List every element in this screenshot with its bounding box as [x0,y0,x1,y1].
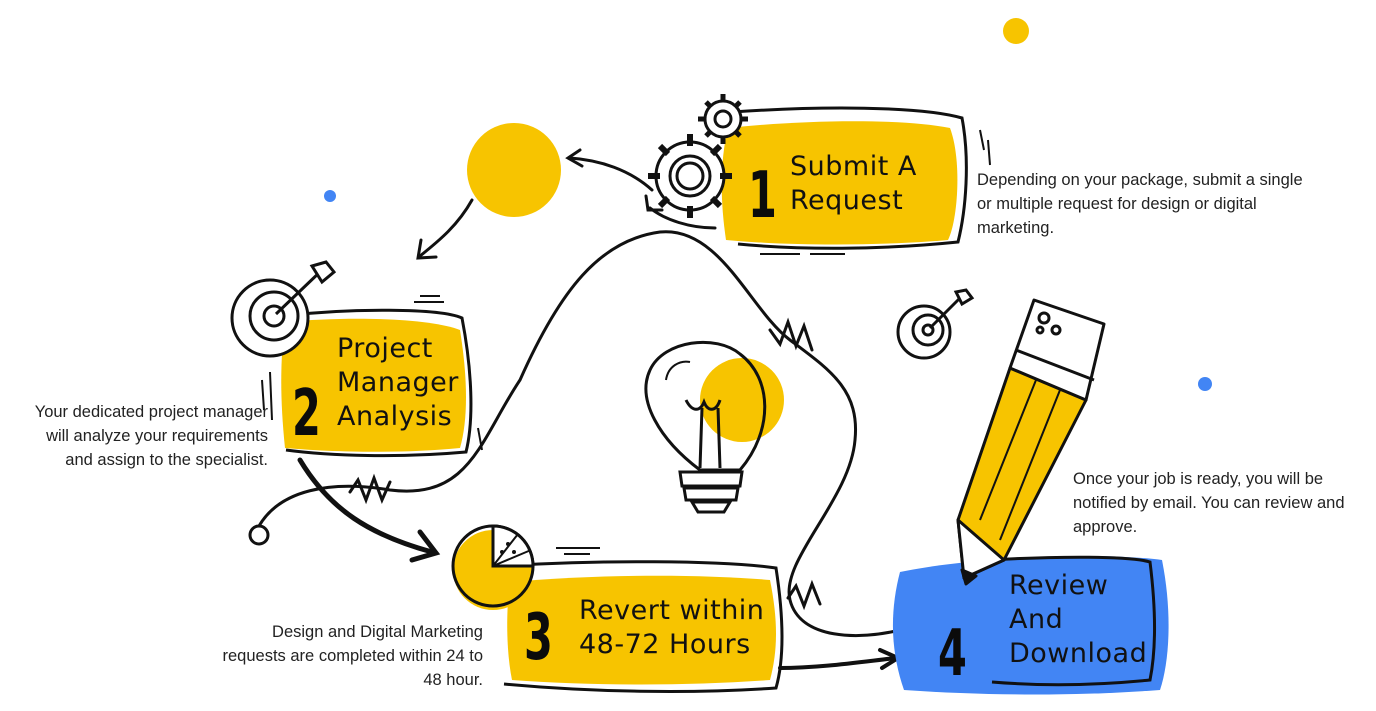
step-2-description-line: and assign to the specialist. [65,451,268,469]
step-3-title-line: 48-72 Hours [579,629,751,660]
step-3-box [499,547,784,693]
decor-dot-yellow-top [1003,18,1029,44]
step-1-description-line: or multiple request for design or digita… [977,195,1257,213]
step-3-description: Design and Digital Marketing requests ar… [160,620,483,692]
step-3-number: 3 [524,601,553,675]
decor-dot-blue-right [1198,377,1212,391]
step-2-box [261,295,483,458]
small-target-icon [896,288,975,360]
step-3-description-line: Design and Digital Marketing [272,623,483,641]
step-4-number: 4 [938,617,967,691]
gears-icon [648,94,748,218]
step-2-number: 2 [292,377,321,451]
step-1-title: Submit A Request [790,150,917,218]
decor-circle-yellow [467,123,561,217]
step-1-title-line: Submit A [790,151,917,182]
step-4-title-line: Review [1009,570,1109,601]
step-2-title: Project Manager Analysis [337,332,459,434]
step-1-description: Depending on your package, submit a sing… [977,168,1303,240]
step-3-title-line: Revert within [579,595,765,626]
step-1-description-line: Depending on your package, submit a sing… [977,171,1303,189]
flow-connectors [257,148,903,670]
step-1-box [721,106,991,255]
step-1-description-line: marketing. [977,219,1055,237]
pie-chart-icon [451,524,535,610]
step-2-title-line: Project [337,333,433,364]
lightbulb-icon [644,340,784,514]
step-2-description: Your dedicated project manager will anal… [0,400,268,472]
step-1-number: 1 [748,159,777,233]
step-2-description-line: will analyze your requirements [46,427,268,445]
step-4-title: Review And Download [1009,569,1147,671]
start-node [248,524,270,546]
step-3-description-line: 48 hour. [423,671,483,689]
step-2-title-line: Analysis [337,401,453,432]
step-4-title-line: Download [1009,638,1148,669]
step-3-title: Revert within 48-72 Hours [579,594,764,662]
step-4-description-line: Once your job is ready, you will be [1073,470,1324,488]
step-1-title-line: Request [790,185,904,216]
step-4-title-line: And [1009,604,1064,635]
step-4-description-line: approve. [1073,518,1138,536]
step-2-description-line: Your dedicated project manager [34,403,268,421]
decor-dot-blue-left [324,190,336,202]
step-4-box [892,555,1169,695]
step-4-description-line: notified by email. You can review and [1073,494,1345,512]
pencil-icon [956,298,1106,586]
step-4-description: Once your job is ready, you will be noti… [1073,467,1345,539]
step-3-description-line: requests are completed within 24 to [222,647,483,665]
step-2-title-line: Manager [337,367,459,398]
target-icon [230,260,337,358]
